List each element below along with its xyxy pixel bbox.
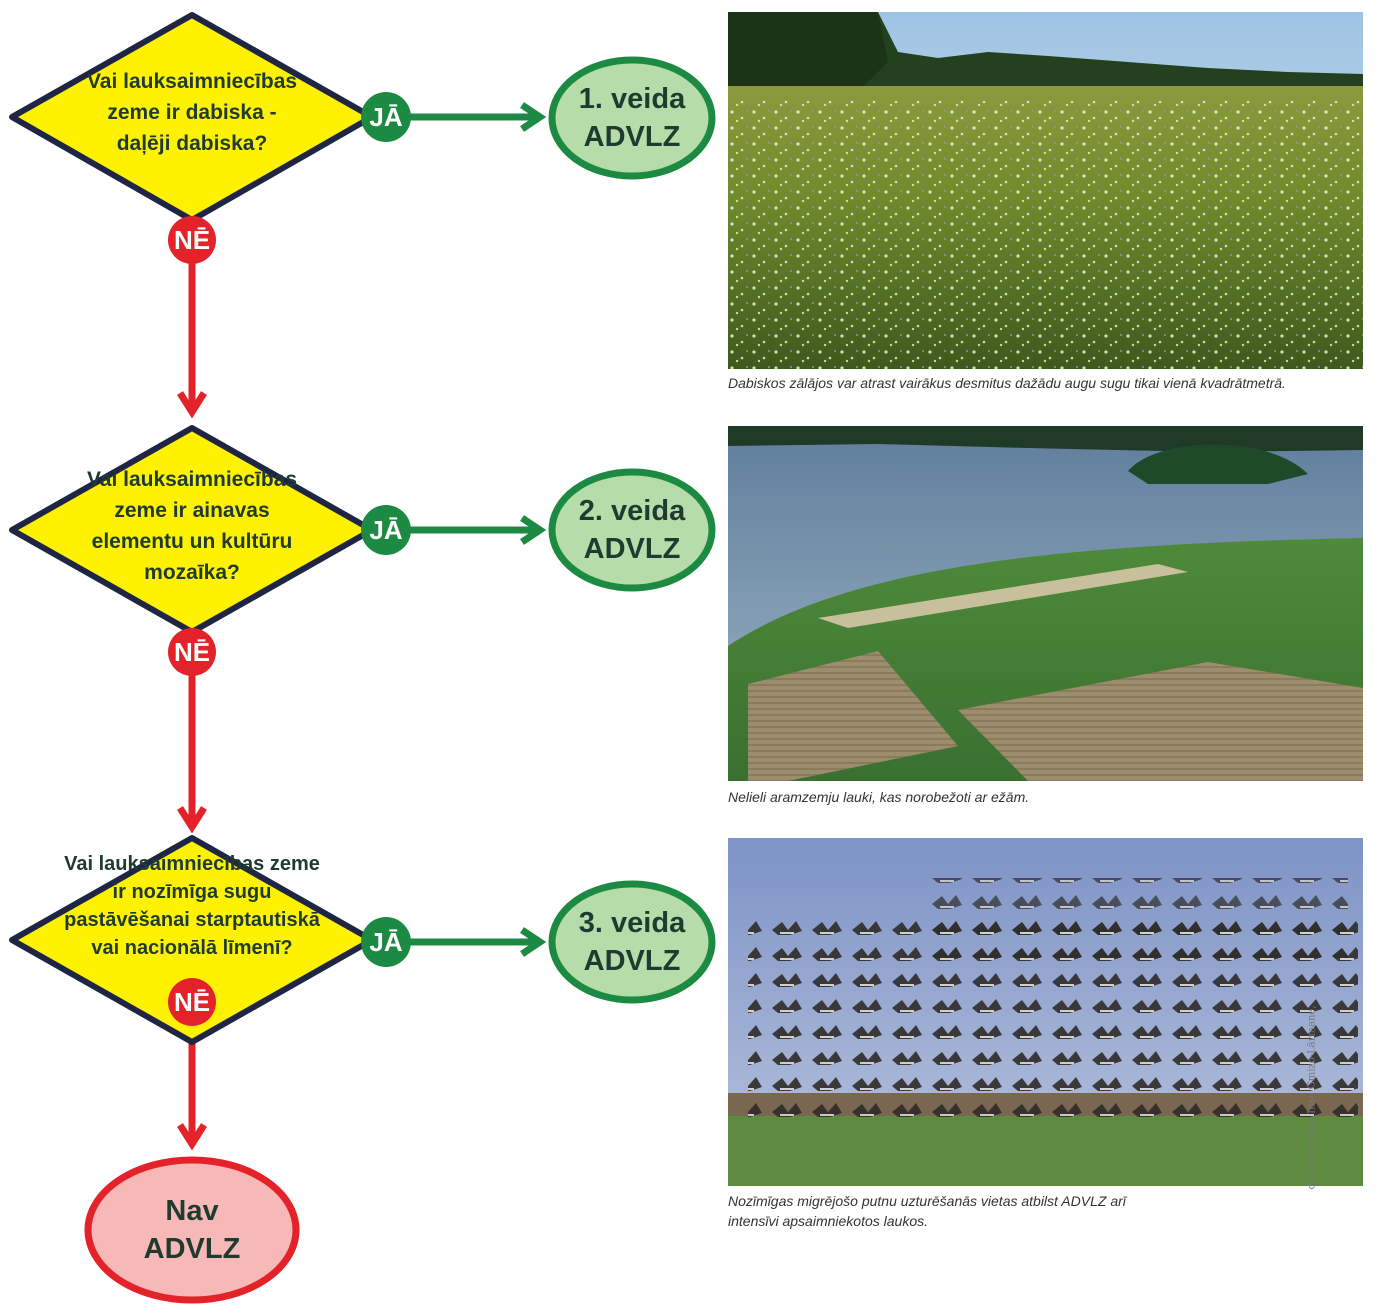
outcome-oval-1: [548, 56, 716, 180]
yes-badge-1: [361, 92, 411, 142]
no-label-2: NĒ: [173, 637, 211, 667]
question-diamond-3: [9, 835, 375, 1045]
yes-label-3: JĀ: [369, 927, 403, 957]
no-label-1: NĒ: [173, 225, 211, 255]
outcome-text-2: 2. veida ADVLZ: [557, 492, 707, 568]
no-label-3: NĒ: [173, 987, 211, 1017]
no-badge-2: [168, 628, 216, 676]
photo-credit: ds 2013. Foto: Inse Gmizo-Lārmane,: [1306, 1005, 1318, 1190]
none-outcome-text: Nav ADVLZ: [112, 1192, 272, 1268]
photo-caption-1: Dabiskos zālājos var atrast vairākus des…: [728, 375, 1286, 391]
question-text-1: Vai lauksaimniecības zeme ir dabiska - d…: [86, 70, 298, 155]
outcome-line2: ADVLZ: [583, 121, 681, 153]
none-oval: [84, 1156, 300, 1304]
geese-photo: [728, 838, 1363, 1186]
yes-badge-2: [361, 505, 411, 555]
outcome-text-3: 3. veida ADVLZ: [557, 904, 707, 980]
yes-arrow-1: [410, 102, 547, 132]
yes-arrow-3: [410, 927, 547, 957]
outcome-line1: 1. veida: [578, 83, 686, 115]
question-text-3: Vai lauksaimniecības zeme ir nozīmīga su…: [64, 853, 320, 959]
photo-caption-2: Nelieli aramzemju lauki, kas norobežoti …: [728, 789, 1030, 805]
question-text-2: Vai lauksaimniecības zeme ir ainavas ele…: [86, 468, 298, 584]
outcome-line2: ADVLZ: [583, 533, 681, 565]
photo-caption-3: Nozīmīgas migrējošo putnu uzturēšanās vi…: [728, 1193, 1126, 1229]
yes-badge-3: [361, 917, 411, 967]
yes-label-2: JĀ: [369, 515, 403, 545]
yes-label-1: JĀ: [369, 102, 403, 132]
none-line1: Nav: [165, 1195, 219, 1227]
outcome-text-1: 1. veida ADVLZ: [557, 80, 707, 156]
outcome-line1: 2. veida: [578, 495, 686, 527]
no-badge-3: [168, 978, 216, 1026]
lake-fields-photo: [728, 426, 1363, 781]
none-line2: ADVLZ: [143, 1233, 241, 1265]
meadow-photo: [728, 12, 1363, 369]
no-connector-1: [177, 255, 207, 419]
outcome-line1: 3. veida: [578, 907, 686, 939]
outcome-oval-3: [548, 880, 716, 1004]
yes-arrow-2: [410, 515, 547, 545]
outcome-line2: ADVLZ: [583, 945, 681, 977]
no-badge-1: [168, 216, 216, 264]
outcome-oval-2: [548, 468, 716, 592]
no-connector-2: [177, 665, 207, 834]
